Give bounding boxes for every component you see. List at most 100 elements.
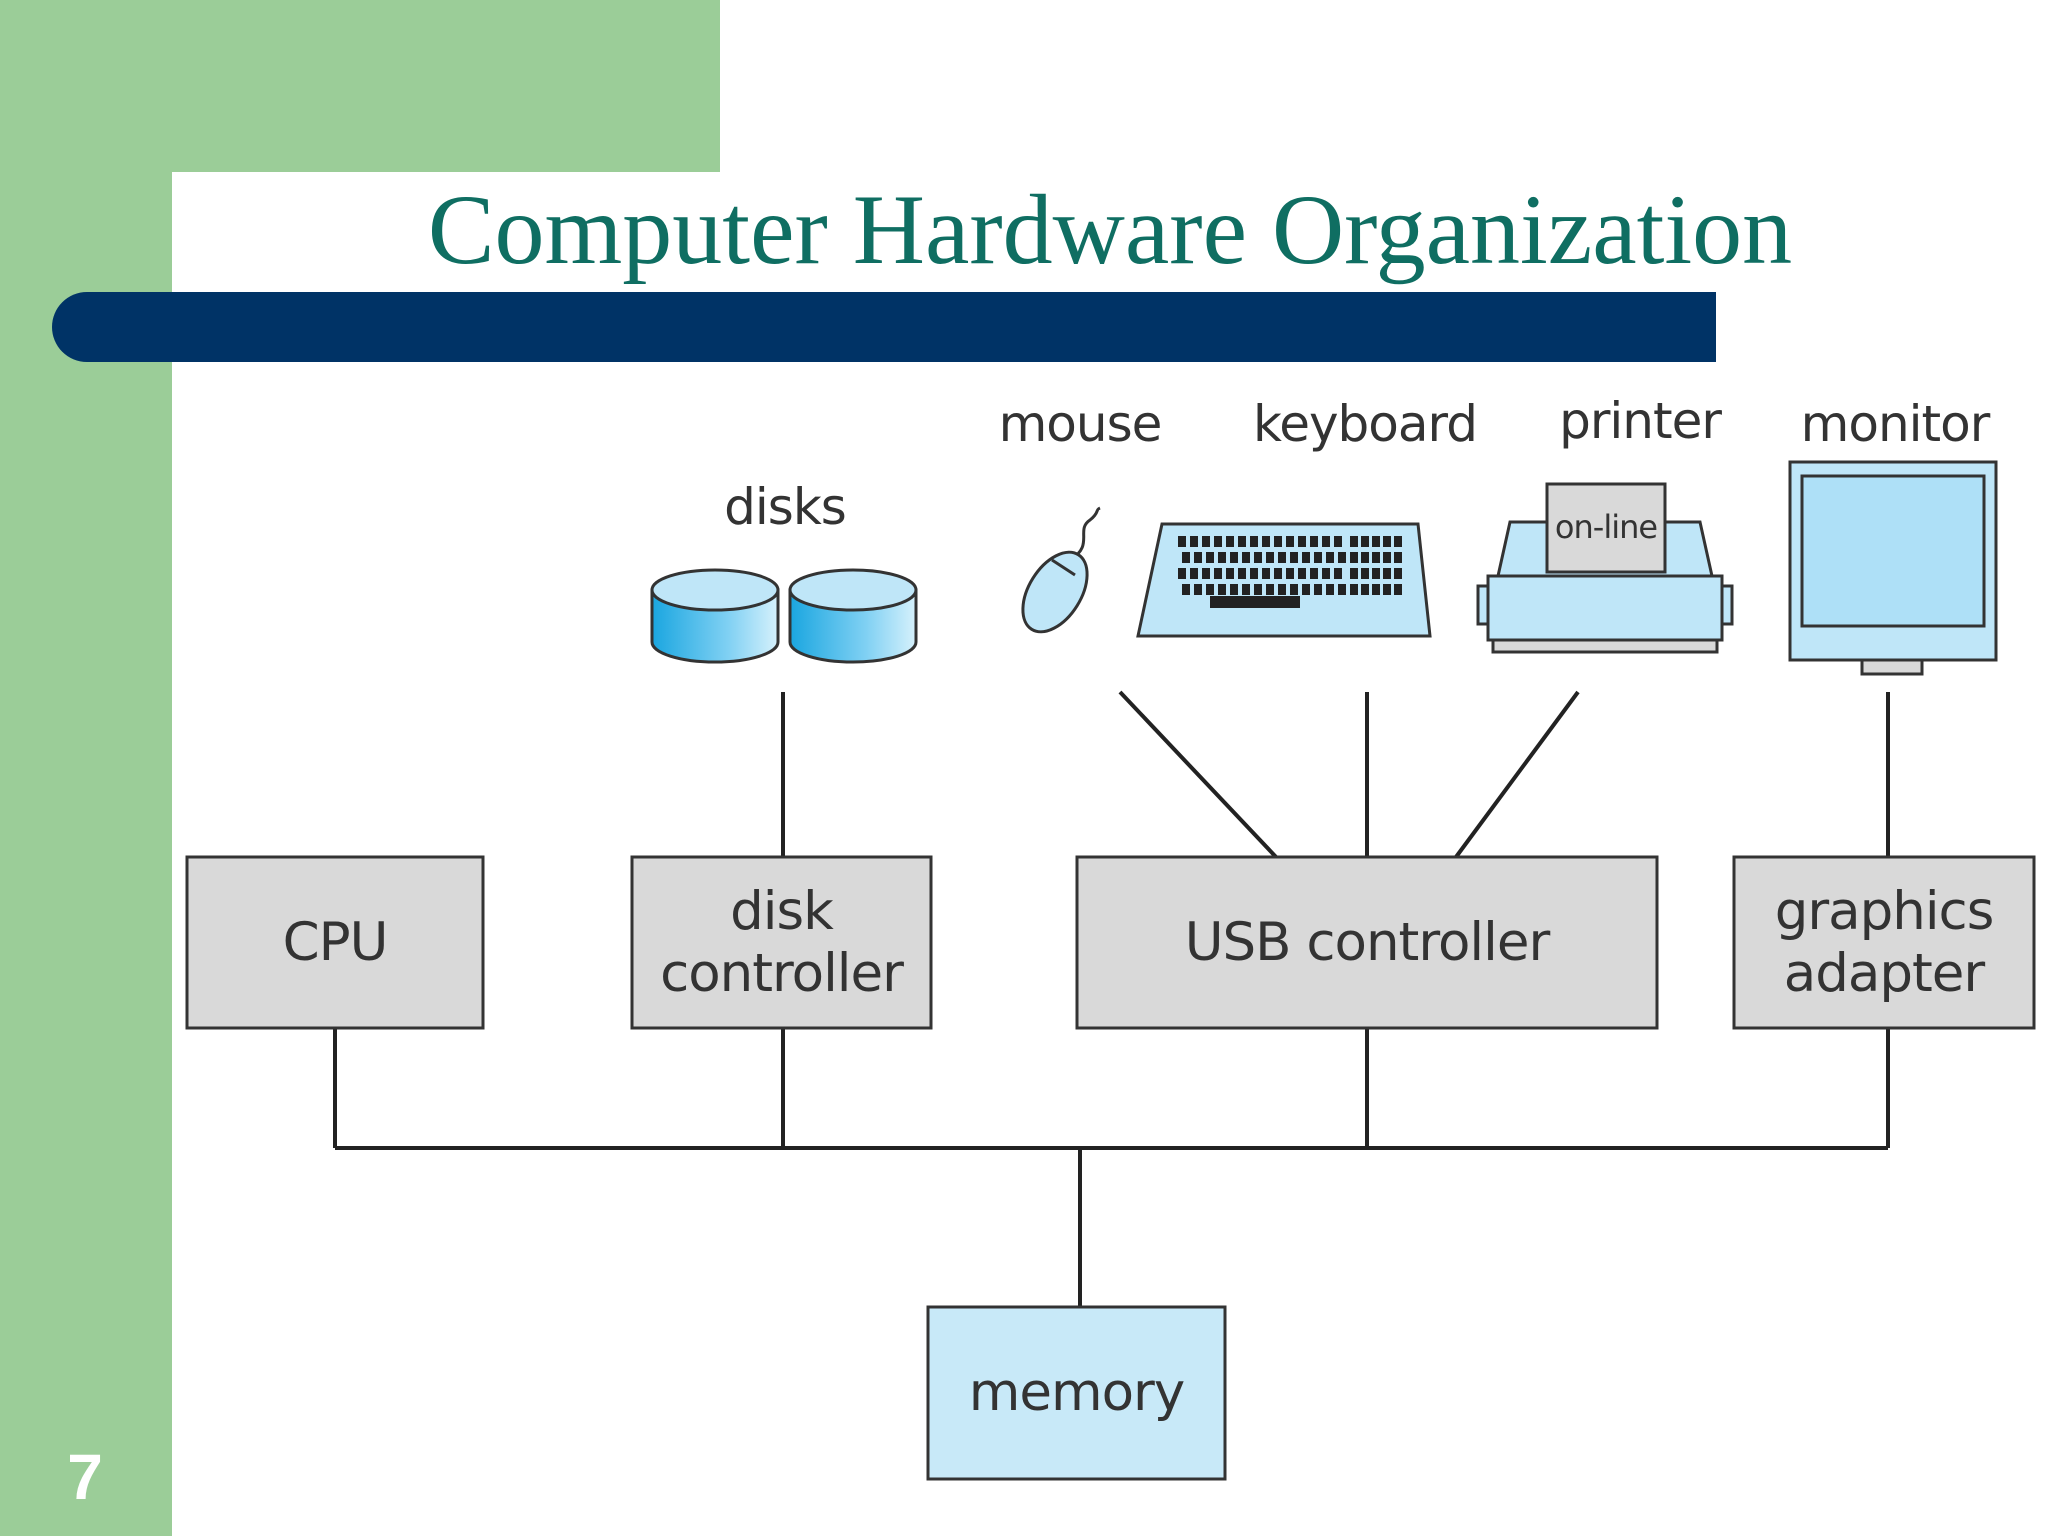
disk-controller-box <box>630 855 933 1030</box>
keyboard-key <box>1190 536 1198 547</box>
keyboard-key <box>1194 584 1202 595</box>
keyboard-key <box>1178 568 1186 579</box>
connection-lines <box>333 690 1890 1307</box>
keyboard-key <box>1242 584 1250 595</box>
keyboard-key <box>1250 536 1258 547</box>
keyboard-key <box>1266 552 1274 563</box>
keypad-key <box>1372 536 1380 547</box>
slide-number: 7 <box>67 1441 103 1513</box>
keyboard-key <box>1182 552 1190 563</box>
keyboard-key <box>1274 568 1282 579</box>
green-top-band <box>0 0 720 172</box>
printer-label: printer <box>1559 392 1722 450</box>
keyboard-key <box>1326 584 1334 595</box>
keyboard-key <box>1262 568 1270 579</box>
cpu-text: CPU <box>282 911 389 973</box>
keyboard-icon <box>1136 522 1432 638</box>
keypad-key <box>1350 584 1358 595</box>
keyboard-key <box>1238 536 1246 547</box>
keyboard-key <box>1286 568 1294 579</box>
usb-controller-box <box>1075 855 1659 1030</box>
keyboard-key <box>1182 584 1190 595</box>
disks-label: disks <box>724 478 847 536</box>
keyboard-key <box>1202 568 1210 579</box>
keyboard-key <box>1250 568 1258 579</box>
keyboard-key <box>1206 584 1214 595</box>
usb-controller-text: USB controller <box>1184 911 1550 973</box>
keypad-key <box>1394 552 1402 563</box>
keyboard-key <box>1230 552 1238 563</box>
keyboard-label: keyboard <box>1253 395 1478 453</box>
keypad-key <box>1383 552 1391 563</box>
keyboard-key <box>1286 536 1294 547</box>
keyboard-key <box>1274 536 1282 547</box>
keyboard-key <box>1334 536 1342 547</box>
keyboard-key <box>1178 536 1186 547</box>
graphics-adapter-box <box>1732 855 2036 1030</box>
mouse-label: mouse <box>998 395 1163 453</box>
monitor-label: monitor <box>1800 395 1991 453</box>
keypad-key <box>1361 536 1369 547</box>
keypad-key <box>1361 552 1369 563</box>
keypad-key <box>1350 552 1358 563</box>
memory-text: memory <box>968 1362 1185 1423</box>
cpu-box <box>185 855 485 1030</box>
keyboard-key <box>1314 552 1322 563</box>
keyboard-key <box>1326 552 1334 563</box>
keyboard-key <box>1218 552 1226 563</box>
keypad-key <box>1350 568 1358 579</box>
mouse-icon <box>1021 506 1101 634</box>
usb-controller-label: USB controller <box>1077 857 1657 1028</box>
keyboard-key <box>1226 536 1234 547</box>
keypad-key <box>1383 584 1391 595</box>
keyboard-key <box>1218 584 1226 595</box>
keyboard-key <box>1338 552 1346 563</box>
keyboard-key <box>1226 568 1234 579</box>
graphics-adapter-text-line1: graphics <box>1774 880 1995 942</box>
keyboard-key <box>1230 584 1238 595</box>
keyboard-key <box>1206 552 1214 563</box>
keyboard-key <box>1322 536 1330 547</box>
title-underline-bar <box>52 292 1716 362</box>
printer-icon <box>1476 482 1734 654</box>
keyboard-key <box>1314 584 1322 595</box>
keypad-key <box>1372 552 1380 563</box>
keypad-key <box>1372 584 1380 595</box>
disk-controller-text-line2: controller <box>660 942 904 1004</box>
graphics-adapter-text-line2: adapter <box>1783 942 1985 1004</box>
keyboard-key <box>1194 552 1202 563</box>
keyboard-key <box>1262 536 1270 547</box>
keyboard-key <box>1290 584 1298 595</box>
keyboard-key <box>1338 584 1346 595</box>
mouse-link-line <box>1118 690 1278 859</box>
graphics-adapter-label: graphics adapter <box>1734 857 2034 1028</box>
keyboard-key <box>1310 536 1318 547</box>
printer-link-line <box>1454 690 1580 859</box>
keyboard-key <box>1214 536 1222 547</box>
keypad-key <box>1350 536 1358 547</box>
keyboard-key <box>1214 568 1222 579</box>
keyboard-key <box>1322 568 1330 579</box>
keyboard-key <box>1190 568 1198 579</box>
cpu-label: CPU <box>187 857 483 1028</box>
keyboard-key <box>1238 568 1246 579</box>
keyboard-key <box>1310 568 1318 579</box>
keyboard-key <box>1298 536 1306 547</box>
keypad-key <box>1372 568 1380 579</box>
memory-label: memory <box>928 1307 1225 1479</box>
keyboard-key <box>1278 552 1286 563</box>
keyboard-key <box>1290 552 1298 563</box>
keyboard-key <box>1278 584 1286 595</box>
keypad-key <box>1394 536 1402 547</box>
keyboard-key <box>1202 536 1210 547</box>
keypad-key <box>1394 584 1402 595</box>
disks-icon <box>650 568 918 664</box>
keypad-key <box>1361 584 1369 595</box>
disk-controller-text-line1: disk <box>730 880 834 942</box>
keyboard-key <box>1298 568 1306 579</box>
keypad-key <box>1383 568 1391 579</box>
keypad-key <box>1361 568 1369 579</box>
slide-title: Computer Hardware Organization <box>427 174 1793 285</box>
keyboard-key <box>1302 552 1310 563</box>
